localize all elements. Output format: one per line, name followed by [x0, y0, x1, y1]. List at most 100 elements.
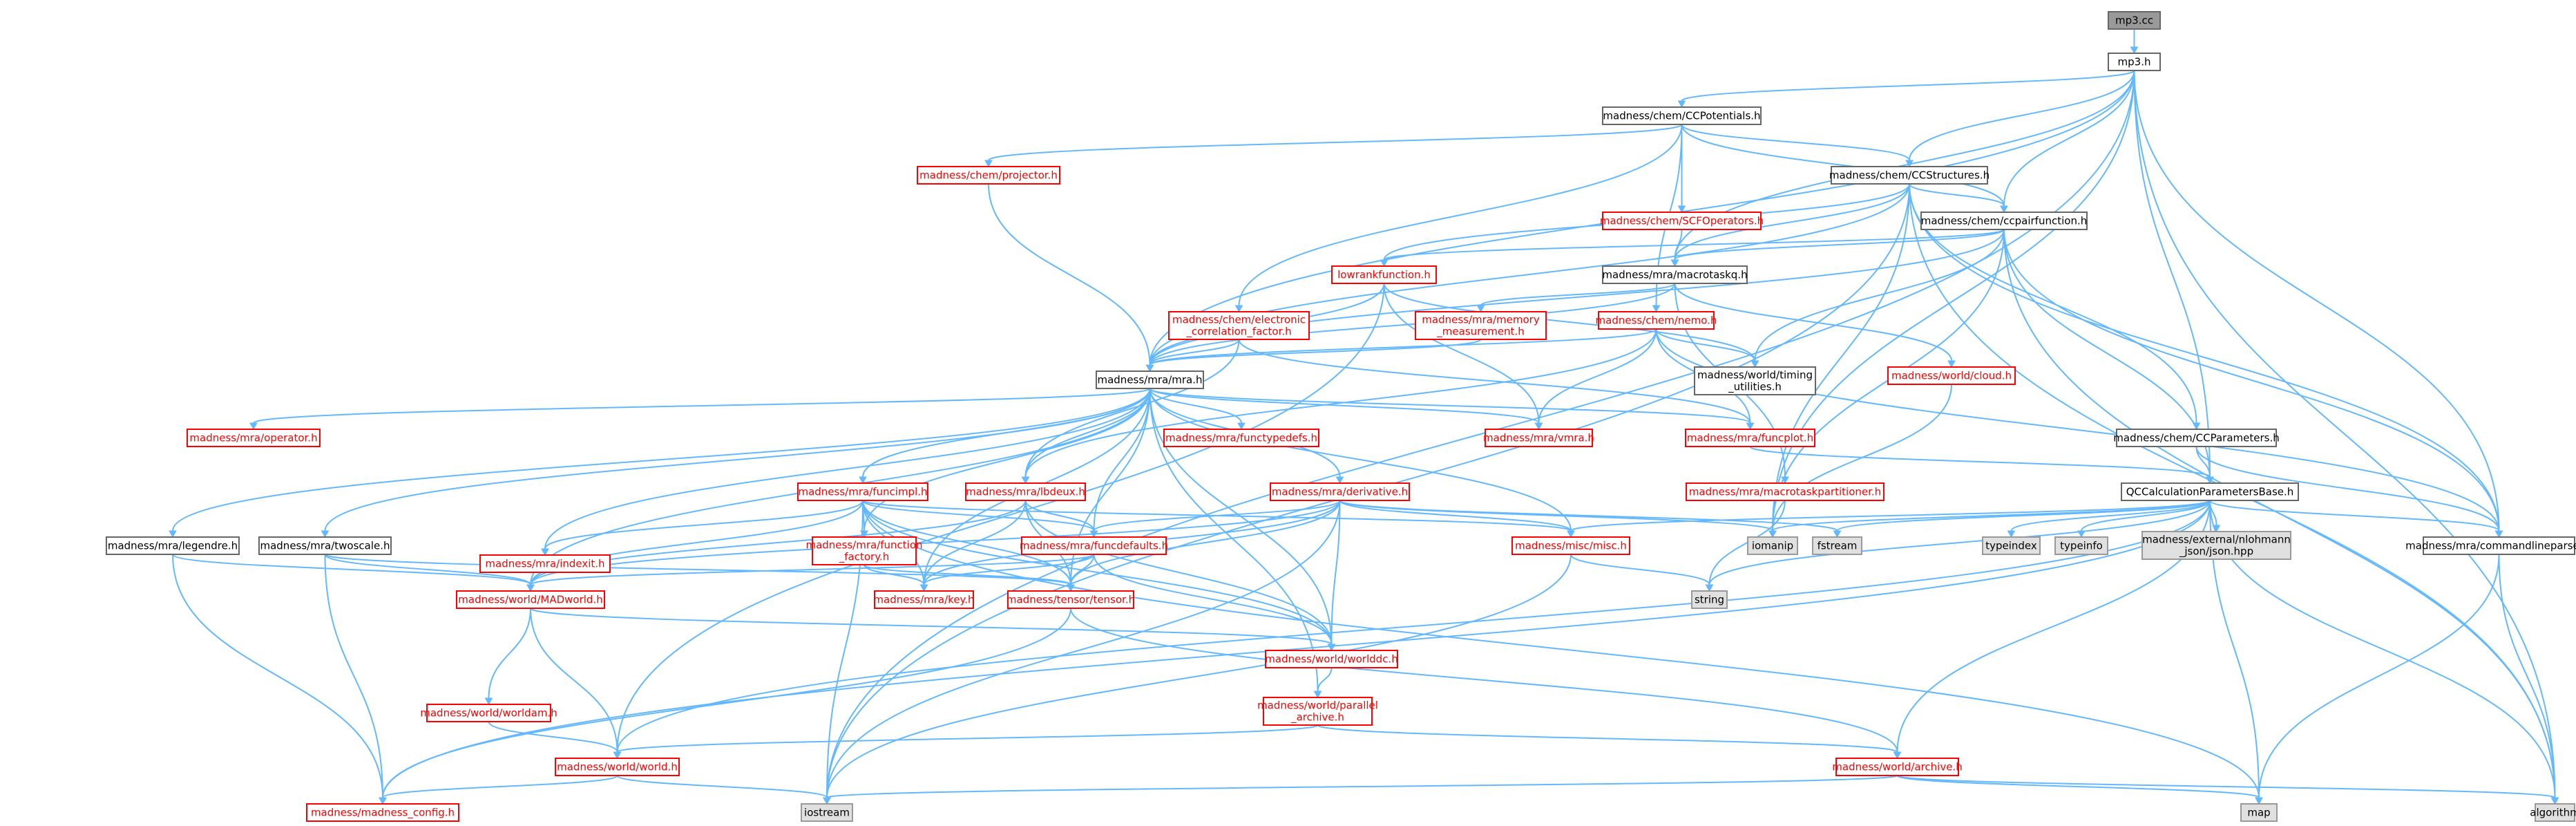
edge-line: [172, 554, 383, 798]
edge-arrowhead: [1237, 422, 1246, 431]
node-world[interactable]: madness/world/world.h: [555, 758, 680, 776]
node-tensor[interactable]: madness/tensor/tensor.h: [1006, 590, 1135, 609]
edge-line: [2003, 229, 2500, 532]
node-mp3h[interactable]: mp3.h: [2108, 53, 2161, 71]
edge-arrowhead: [2130, 46, 2139, 55]
node-label: madness/world/timing: [1697, 369, 1813, 382]
node-cmdparser[interactable]: madness/mra/commandlineparser.h: [2405, 536, 2576, 555]
node-worlddc[interactable]: madness/world/worlddc.h: [1265, 650, 1398, 668]
node-qccalc[interactable]: QCCalculationParametersBase.h: [2121, 482, 2299, 501]
node-madconfig[interactable]: madness/madness_config.h: [306, 803, 459, 822]
node-box: [1096, 370, 1204, 389]
node-ccparams[interactable]: madness/chem/CCParameters.h: [2113, 429, 2280, 447]
node-vmra[interactable]: madness/mra/vmra.h: [1483, 429, 1594, 447]
node-box: [1265, 650, 1398, 668]
node-macrotaskq[interactable]: madness/mra/macrotaskq.h: [1602, 265, 1748, 284]
node-pararchive[interactable]: madness/world/parallel_archive.h: [1257, 697, 1378, 726]
node-nemo[interactable]: madness/chem/nemo.h: [1596, 311, 1717, 330]
edge-line: [864, 388, 1151, 532]
edge-mp3h-iomanip: [1768, 70, 2135, 538]
node-label: madness/mra/macrotaskpartitioner.h: [1689, 486, 1881, 498]
edge-line: [862, 500, 1333, 645]
edge-memmeas-mra: [1145, 339, 1482, 373]
node-funcplot[interactable]: madness/mra/funcplot.h: [1685, 429, 1815, 447]
node-label: QCCalculationParametersBase.h: [2126, 486, 2294, 498]
node-mra[interactable]: madness/mra/mra.h: [1096, 370, 1204, 389]
node-box: [1747, 536, 1798, 555]
node-madworld[interactable]: madness/world/MADworld.h: [456, 590, 605, 609]
node-box: [1602, 106, 1762, 125]
node-box: [1686, 482, 1885, 501]
node-scfops[interactable]: madness/chem/SCFOperators.h: [1600, 212, 1764, 230]
node-box: [1007, 590, 1134, 609]
edge-line: [1149, 339, 1240, 366]
edge-line: [324, 554, 383, 798]
node-label: madness/world/parallel: [1257, 700, 1378, 712]
node-proj[interactable]: madness/chem/projector.h: [917, 166, 1060, 185]
node-label: madness/mra/derivative.h: [1272, 486, 1408, 498]
node-box: [1263, 697, 1373, 726]
node-derivative[interactable]: madness/mra/derivative.h: [1270, 482, 1410, 501]
node-label: madness/mra/lbdeux.h: [966, 486, 1085, 498]
node-ccpot[interactable]: madness/chem/CCPotentials.h: [1602, 106, 1762, 125]
node-funcdefaults[interactable]: madness/mra/funcdefaults.h: [1020, 536, 1168, 555]
edge-world-iostream: [616, 775, 831, 805]
node-label: madness/world/cloud.h: [1891, 370, 2012, 382]
node-map: map: [2240, 803, 2278, 822]
edge-arrowhead: [1746, 422, 1755, 431]
node-ccpair[interactable]: madness/chem/ccpairfunction.h: [1920, 212, 2088, 230]
node-archive[interactable]: madness/world/archive.h: [1832, 758, 1963, 776]
edge-arrowhead: [484, 697, 493, 706]
edge-madworld-worlddc: [530, 608, 1336, 652]
node-miscmisc[interactable]: madness/misc/misc.h: [1511, 536, 1630, 555]
edge-mra-vmra: [1149, 388, 1543, 431]
node-legendre[interactable]: madness/mra/legendre.h: [106, 536, 240, 555]
node-box: [2141, 531, 2291, 560]
node-string: string: [1691, 590, 1728, 609]
node-mtpartitioner[interactable]: madness/mra/macrotaskpartitioner.h: [1686, 482, 1885, 501]
node-ccstr[interactable]: madness/chem/CCStructures.h: [1829, 166, 1990, 185]
node-label: madness/mra/funcplot.h: [1687, 432, 1813, 444]
edge-mra-functypedefs: [1149, 388, 1246, 431]
node-label: madness/world/world.h: [557, 761, 678, 773]
edge-line: [1909, 70, 2135, 161]
edge-line: [1383, 229, 2005, 261]
node-iomanip: iomanip: [1747, 536, 1798, 555]
node-indexit[interactable]: madness/mra/indexit.h: [479, 554, 611, 573]
node-cloud[interactable]: madness/world/cloud.h: [1887, 366, 2016, 385]
node-memmeas[interactable]: madness/mra/memory_measurement.h: [1415, 311, 1547, 340]
edge-line: [1093, 500, 1341, 532]
node-funcfactory[interactable]: madness/mra/function_factory.h: [805, 536, 923, 565]
edge-line: [1093, 388, 1151, 532]
edge-line: [1149, 388, 1242, 424]
node-functypedefs[interactable]: madness/mra/functypedefs.h: [1163, 429, 1319, 447]
edge-arrowhead: [379, 797, 387, 805]
node-operator[interactable]: madness/mra/operator.h: [187, 429, 321, 447]
node-box: [917, 166, 1060, 185]
edge-line: [544, 388, 1151, 550]
edge-nemo-timing: [1655, 328, 1759, 368]
node-label: _measurement.h: [1436, 326, 1524, 339]
edge-arrowhead: [919, 584, 928, 592]
edge-mra-operator: [249, 388, 1151, 431]
node-lbdeux[interactable]: madness/mra/lbdeux.h: [965, 482, 1086, 501]
node-label: madness/mra/key.h: [873, 594, 974, 606]
edge-line: [2081, 500, 2211, 532]
edge-line: [1238, 124, 1683, 306]
edge-line: [530, 608, 618, 753]
node-funcimpl[interactable]: madness/mra/funcimpl.h: [797, 482, 928, 501]
edge-line: [172, 388, 1151, 532]
node-label: _utilities.h: [1728, 381, 1782, 394]
node-ecf[interactable]: madness/chem/electronic_correlation_fact…: [1168, 311, 1310, 340]
node-worldam[interactable]: madness/world/worldam.h: [420, 704, 557, 722]
node-twoscale[interactable]: madness/mra/twoscale.h: [258, 536, 392, 555]
node-timing[interactable]: madness/world/timing_utilities.h: [1694, 366, 1816, 395]
node-box: [874, 590, 974, 609]
node-key[interactable]: madness/mra/key.h: [873, 590, 975, 609]
edge-ccpot-proj: [984, 124, 1683, 168]
edge-arrowhead: [526, 584, 535, 592]
node-lowrank[interactable]: lowrankfunction.h: [1331, 265, 1437, 284]
edge-arrowhead: [169, 530, 177, 538]
node-iostream: iostream: [801, 803, 853, 822]
